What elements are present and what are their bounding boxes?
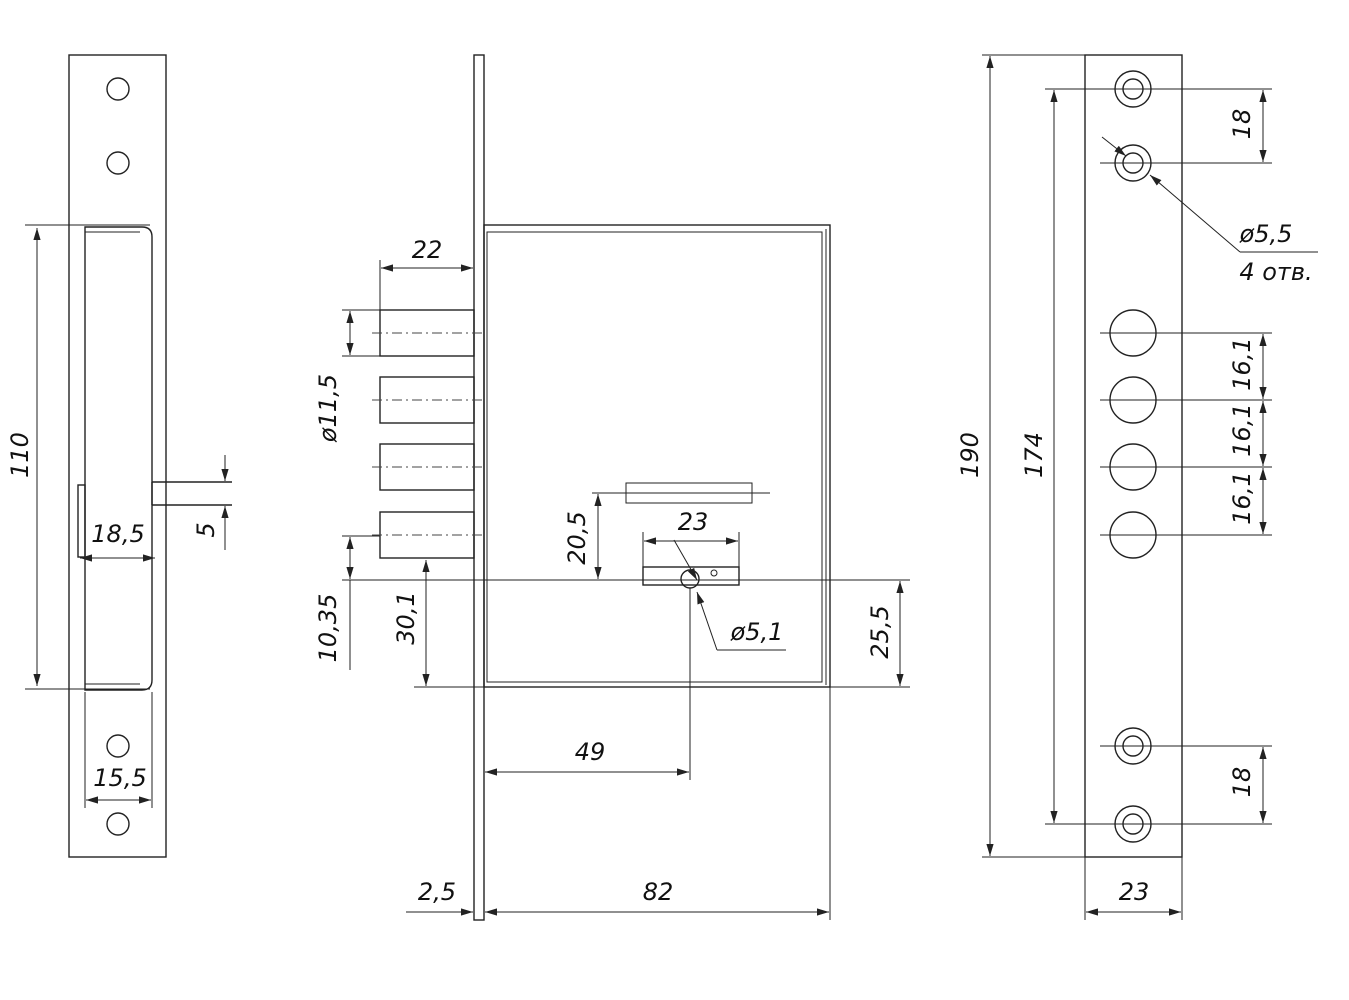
- faceplate-screw-hole: [106, 77, 130, 101]
- front-latch-notch: [77, 484, 86, 558]
- dim-bolt-length: 22: [412, 236, 443, 264]
- dim-spindle-height: 25,5: [866, 605, 894, 658]
- faceplate-screw-hole: [106, 734, 130, 758]
- dim-bolt-spacing-2: 16,1: [1228, 403, 1256, 456]
- faceplate-screw-hole: [106, 151, 130, 175]
- dim-bolt-spacing-3: 16,1: [1228, 471, 1256, 524]
- dim-latch-height: 20,5: [563, 511, 591, 564]
- dim-front-faceplate-width: 15,5: [93, 764, 146, 792]
- faceplate-screw-hole: [106, 812, 130, 836]
- dim-latch-width: 23: [678, 508, 709, 536]
- front-faceplate: [68, 54, 167, 858]
- dim-bolt-diameter: ø11,5: [314, 374, 342, 443]
- lock-case: [483, 224, 831, 688]
- dim-strike-hole-spacing-bottom: 18: [1228, 767, 1256, 798]
- dim-front-bolt-offset: 5: [192, 522, 220, 537]
- dim-spindle-diameter: ø5,1: [730, 618, 784, 646]
- strike-plate-view: 18 ø5,5 4 отв. 16,1 16,1 16,1 18 190 174…: [956, 54, 1318, 920]
- dim-case-depth: 82: [643, 878, 674, 906]
- strike-plate: [1084, 54, 1183, 858]
- dim-screw-hole-diameter: ø5,5: [1239, 220, 1293, 248]
- front-view: 110 18,5 15,5 5: [6, 54, 232, 858]
- dim-bolt-bottom: 10,35: [314, 594, 342, 663]
- dim-strike-hole-span: 174: [1020, 432, 1048, 478]
- dim-front-height: 110: [6, 432, 34, 478]
- dim-bolt-to-bottom: 30,1: [392, 591, 420, 644]
- dim-plate-thickness: 2,5: [418, 878, 456, 906]
- front-case-body: [84, 226, 153, 691]
- dim-front-case-width: 18,5: [91, 520, 144, 548]
- side-faceplate: [473, 54, 485, 921]
- side-view: 22 ø11,5 10,35 30,1 20,5 23: [314, 54, 910, 921]
- bolts: [372, 309, 484, 559]
- dim-screw-hole-count: 4 отв.: [1239, 258, 1312, 286]
- dim-strike-total-height: 190: [956, 432, 984, 478]
- dim-strike-hole-spacing-top: 18: [1228, 109, 1256, 140]
- spindle-block: [642, 566, 740, 586]
- dim-strike-width: 23: [1119, 878, 1150, 906]
- dim-bolt-spacing-1: 16,1: [1228, 337, 1256, 390]
- dim-backset: 49: [575, 738, 606, 766]
